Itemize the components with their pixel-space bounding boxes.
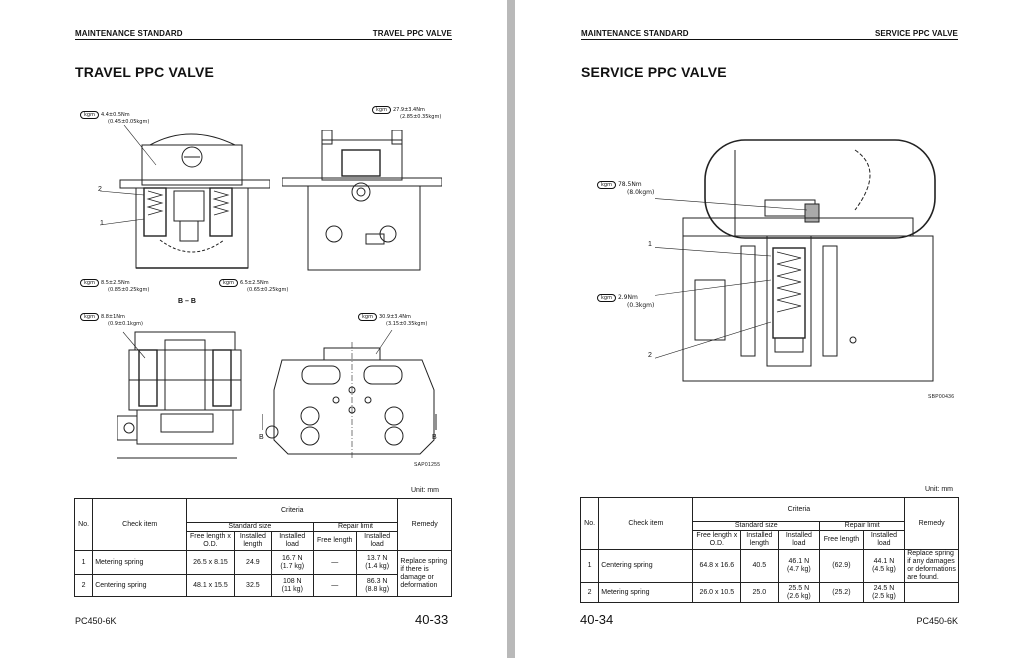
- col-check-item: Check item: [92, 498, 188, 551]
- spec-table: No. Check item Criteria Remedy Standard …: [73, 498, 452, 597]
- page-40-33: MAINTENANCE STANDARD TRAVEL PPC VALVE TR…: [0, 0, 507, 658]
- header-rule: [581, 39, 958, 40]
- unit-label: Unit: mm: [925, 486, 953, 493]
- travel-valve-section-drawing: [100, 125, 270, 280]
- col-standard-size: Standard size: [186, 522, 314, 532]
- footer-page-number: 40-34: [580, 612, 614, 627]
- col-check-item: Check item: [598, 497, 694, 550]
- figure-code: SAP01255: [414, 462, 441, 468]
- wrench-icon: kgm: [219, 279, 238, 287]
- part-number-2: 2: [648, 352, 652, 359]
- wrench-icon: kgm: [372, 106, 391, 114]
- wrench-icon: kgm: [80, 279, 99, 287]
- page-40-34: MAINTENANCE STANDARD SERVICE PPC VALVE S…: [515, 0, 1024, 658]
- col-installed-length: Installed length: [233, 531, 273, 551]
- col-criteria: Criteria: [186, 498, 399, 523]
- page-title: TRAVEL PPC VALVE: [75, 64, 215, 80]
- wrench-icon: kgm: [80, 111, 99, 119]
- part-number-1: 1: [100, 220, 104, 227]
- col-installed-load-limit: Installed load: [355, 531, 399, 551]
- col-repair-limit: Repair limit: [312, 522, 399, 532]
- col-criteria: Criteria: [692, 497, 906, 522]
- table-row: 2 Centering spring 48.1 x 15.5 32.5 108 …: [73, 574, 452, 597]
- col-installed-load-limit: Installed load: [862, 530, 906, 550]
- wrench-icon: kgm: [597, 294, 616, 302]
- col-standard-size: Standard size: [692, 521, 821, 531]
- col-installed-load: Installed load: [271, 531, 314, 551]
- service-valve-section-drawing: [655, 130, 965, 385]
- remedy-text: Replace spring if there is damage or def…: [397, 550, 452, 597]
- col-free-length: Free length: [819, 530, 864, 550]
- header-topic: TRAVEL PPC VALVE: [372, 29, 452, 38]
- section-mark-b-left: B: [259, 434, 264, 441]
- travel-valve-top-drawing: [262, 330, 442, 460]
- col-remedy: Remedy: [397, 498, 452, 551]
- col-repair-limit: Repair limit: [819, 521, 906, 531]
- footer-model: PC450-6K: [75, 616, 117, 626]
- spec-table: No. Check item Criteria Remedy Standard …: [579, 497, 959, 603]
- travel-valve-front-drawing: [117, 328, 247, 468]
- header-topic: SERVICE PPC VALVE: [874, 29, 958, 38]
- wrench-icon: kgm: [597, 181, 616, 189]
- wrench-icon: kgm: [358, 313, 377, 321]
- header-rule: [75, 39, 452, 40]
- table-row: 2 Metering spring 26.0 x 10.5 25.0 25.5 …: [579, 582, 959, 603]
- col-free-length: Free length: [312, 531, 357, 551]
- col-installed-length: Installed length: [740, 530, 779, 550]
- header-section: MAINTENANCE STANDARD: [581, 29, 689, 38]
- footer-page-number: 40-33: [415, 612, 449, 627]
- figure-code: SBP00436: [928, 394, 955, 400]
- remedy-text: Replace spring if any damages or deforma…: [904, 549, 959, 583]
- part-number-1: 1: [648, 241, 652, 248]
- travel-valve-side-drawing: [282, 130, 442, 275]
- col-free-length-od: Free length x O.D.: [186, 531, 235, 551]
- col-no: No.: [73, 498, 94, 551]
- section-label: B – B: [178, 298, 196, 305]
- part-number-2: 2: [98, 186, 102, 193]
- wrench-icon: kgm: [80, 313, 99, 321]
- page-title: SERVICE PPC VALVE: [581, 64, 727, 80]
- col-installed-load: Installed load: [777, 530, 821, 550]
- col-no: No.: [579, 497, 600, 550]
- col-free-length-od: Free length x O.D.: [692, 530, 742, 550]
- unit-label: Unit: mm: [411, 487, 439, 494]
- footer-model: PC450-6K: [916, 616, 958, 626]
- table-row: 1 Metering spring 26.5 x 8.15 24.9 16.7 …: [73, 550, 452, 597]
- col-remedy: Remedy: [904, 497, 959, 550]
- header-section: MAINTENANCE STANDARD: [75, 29, 183, 38]
- table-row: 1 Centering spring 64.8 x 16.6 40.5 46.1…: [579, 549, 959, 583]
